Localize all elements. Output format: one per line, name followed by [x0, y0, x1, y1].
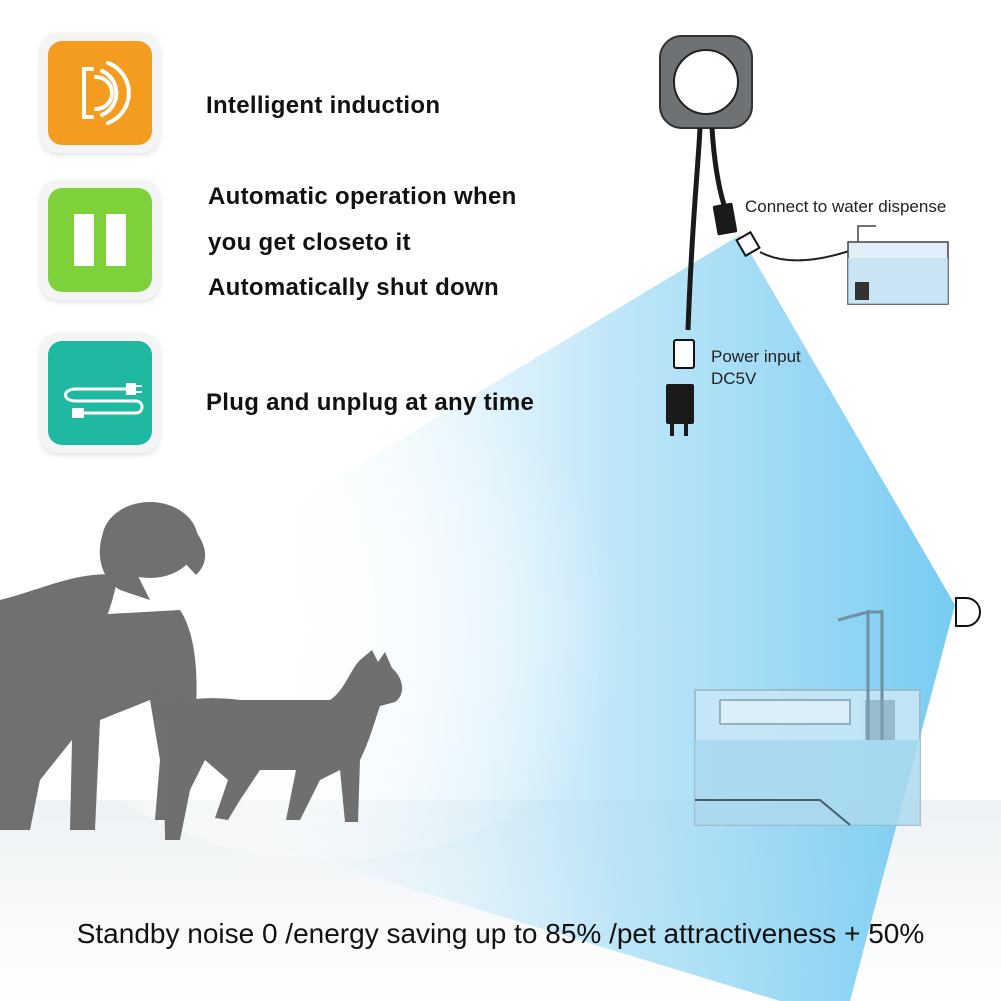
footer-specs: Standby noise 0 /energy saving up to 85%…	[76, 918, 925, 949]
wall-sensor	[955, 597, 981, 627]
feature-2-icon-bg	[48, 188, 152, 292]
dog-silhouette	[0, 502, 206, 830]
cat-silhouette	[151, 650, 403, 840]
feature-3-card	[40, 333, 160, 453]
power-input-label: Power input	[711, 347, 801, 366]
feature-1-card	[40, 33, 160, 153]
feature-2-line-2: you get closeto it	[208, 229, 411, 256]
feature-3-icon-bg	[48, 341, 152, 445]
sensor-module	[659, 35, 859, 436]
feature-1-icon-bg	[48, 41, 152, 145]
feature-3-line-1: Plug and unplug at any time	[206, 389, 535, 416]
pause-icon	[74, 214, 126, 266]
feature-1-line-1: Intelligent induction	[206, 92, 441, 119]
feature-2-line-1: Automatic operation when	[208, 183, 517, 210]
usb-cable-icon	[64, 383, 144, 418]
sensor-wave-icon	[82, 61, 131, 125]
feature-2-line-3: Automatically shut down	[208, 274, 499, 301]
dispenser-sketch	[847, 225, 949, 305]
feature-2-card	[40, 180, 160, 300]
water-fountain	[694, 610, 921, 826]
connect-dispenser-label: Connect to water dispense	[745, 197, 947, 216]
power-voltage-label: DC5V	[711, 369, 757, 388]
